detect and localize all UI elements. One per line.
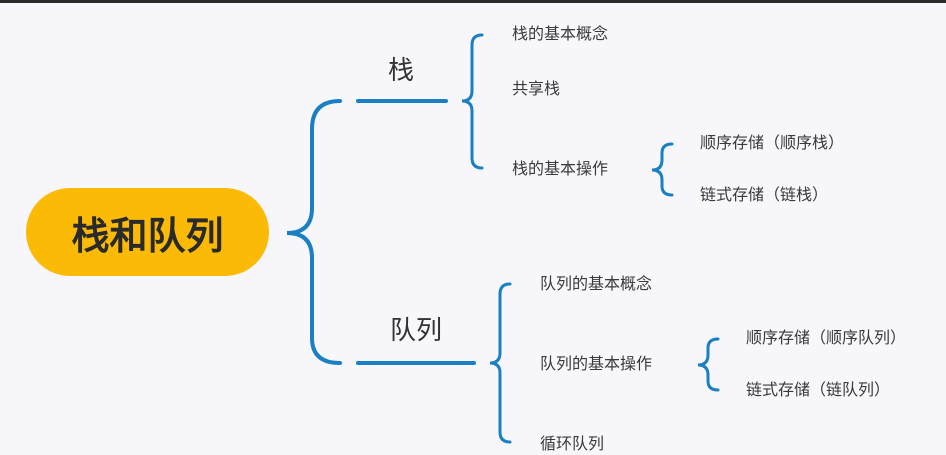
branch-stack-label[interactable]: 栈 (388, 56, 415, 86)
node-queue-concept[interactable]: 队列的基本概念 (540, 274, 653, 293)
node-stack-sequential-storage[interactable]: 顺序存储（顺序栈） (700, 133, 845, 152)
node-stack-operations[interactable]: 栈的基本操作 (512, 159, 609, 178)
root-brace (286, 99, 342, 365)
root-label: 栈和队列 (71, 213, 224, 258)
stack-ops-brace (651, 142, 674, 197)
window-top-bar (0, 0, 946, 3)
branch-queue-label[interactable]: 队列 (390, 316, 443, 346)
node-queue-operations[interactable]: 队列的基本操作 (540, 354, 653, 373)
queue-children-brace (489, 282, 512, 444)
node-queue-sequential-storage[interactable]: 顺序存储（顺序队列） (746, 328, 907, 347)
stack-children-brace (461, 33, 484, 170)
root-node[interactable]: 栈和队列 (26, 188, 269, 276)
node-stack-linked-storage[interactable]: 链式存储（链栈） (700, 185, 829, 204)
node-stack-concept[interactable]: 栈的基本概念 (512, 24, 609, 43)
node-shared-stack[interactable]: 共享栈 (512, 79, 561, 98)
node-circular-queue[interactable]: 循环队列 (540, 434, 605, 453)
queue-ops-brace (697, 337, 720, 392)
node-queue-linked-storage[interactable]: 链式存储（链队列） (746, 380, 891, 399)
